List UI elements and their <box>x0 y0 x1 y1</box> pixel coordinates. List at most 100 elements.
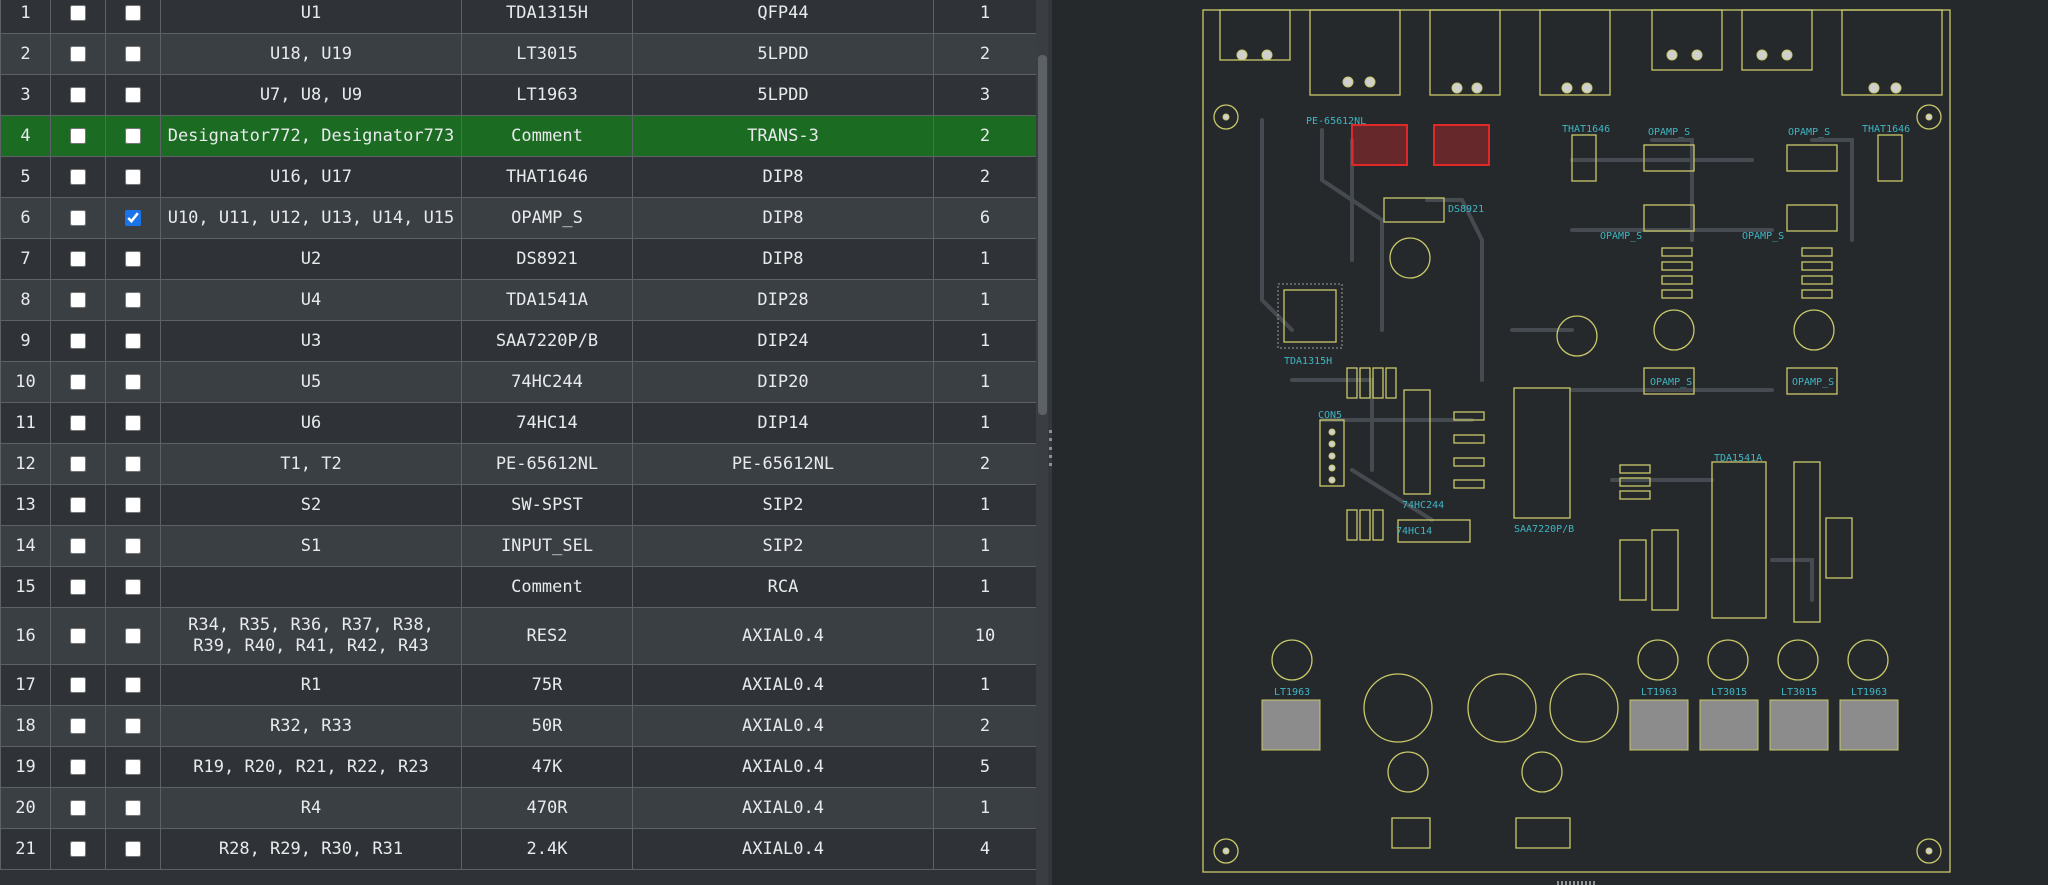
select-checkbox[interactable] <box>70 209 86 226</box>
chip-that1646[interactable]: THAT1646 THAT1646 <box>1562 124 1910 182</box>
placed-checkbox-cell[interactable] <box>105 484 161 526</box>
pane-splitter[interactable] <box>1048 0 1052 885</box>
chip-tda1541a[interactable]: TDA1541A <box>1711 453 1767 619</box>
pcb-view[interactable]: .silk { fill:none; stroke:#c9c96a; strok… <box>1052 0 2048 885</box>
placed-checkbox[interactable] <box>125 799 141 816</box>
placed-checkbox[interactable] <box>125 168 141 185</box>
placed-checkbox[interactable] <box>125 291 141 308</box>
select-checkbox[interactable] <box>70 455 86 472</box>
select-checkbox-cell[interactable] <box>50 525 106 567</box>
select-checkbox-cell[interactable] <box>50 787 106 829</box>
placed-checkbox-cell[interactable] <box>105 74 161 116</box>
select-checkbox[interactable] <box>70 840 86 857</box>
select-checkbox[interactable] <box>70 414 86 431</box>
select-checkbox-cell[interactable] <box>50 156 106 198</box>
connector-con5[interactable]: CON5 <box>1318 410 1345 487</box>
select-checkbox[interactable] <box>70 86 86 103</box>
select-checkbox[interactable] <box>70 45 86 62</box>
chip-tda1315h[interactable]: TDA1315H <box>1277 283 1343 367</box>
regulators[interactable]: LT1963 LT1963 LT3015 LT3015 LT1963 <box>1261 687 1899 751</box>
select-checkbox-cell[interactable] <box>50 238 106 280</box>
select-checkbox-cell[interactable] <box>50 33 106 75</box>
select-checkbox-cell[interactable] <box>50 566 106 608</box>
placed-checkbox-cell[interactable] <box>105 320 161 362</box>
transformer-t1-t2[interactable]: PE-65612NL <box>1306 116 1490 166</box>
placed-checkbox-cell[interactable] <box>105 607 161 665</box>
placed-checkbox[interactable] <box>125 332 141 349</box>
select-checkbox-cell[interactable] <box>50 443 106 485</box>
select-checkbox[interactable] <box>70 4 86 21</box>
placed-checkbox[interactable] <box>125 840 141 857</box>
bom-scrollbar-thumb[interactable] <box>1038 55 1047 415</box>
placed-checkbox-cell[interactable] <box>105 33 161 75</box>
placed-checkbox[interactable] <box>125 414 141 431</box>
placed-checkbox-cell[interactable] <box>105 525 161 567</box>
placed-checkbox[interactable] <box>125 45 141 62</box>
placed-checkbox[interactable] <box>125 578 141 595</box>
placed-checkbox-cell[interactable] <box>105 664 161 706</box>
select-checkbox-cell[interactable] <box>50 705 106 747</box>
select-checkbox[interactable] <box>70 627 86 644</box>
select-checkbox[interactable] <box>70 496 86 513</box>
placed-checkbox-cell[interactable] <box>105 746 161 788</box>
placed-checkbox[interactable] <box>125 627 141 644</box>
placed-checkbox[interactable] <box>125 758 141 775</box>
placed-checkbox-cell[interactable] <box>105 361 161 403</box>
select-checkbox-cell[interactable] <box>50 74 106 116</box>
select-checkbox[interactable] <box>70 717 86 734</box>
select-checkbox[interactable] <box>70 250 86 267</box>
pcb-resize-grip-icon[interactable] <box>1557 881 1597 885</box>
placed-checkbox[interactable] <box>125 537 141 554</box>
placed-checkbox[interactable] <box>125 373 141 390</box>
select-checkbox-cell[interactable] <box>50 115 106 157</box>
placed-checkbox[interactable] <box>125 127 141 144</box>
select-checkbox[interactable] <box>70 373 86 390</box>
placed-checkbox-cell[interactable] <box>105 787 161 829</box>
placed-checkbox-cell[interactable] <box>105 705 161 747</box>
placed-checkbox[interactable] <box>125 455 141 472</box>
placed-checkbox-cell[interactable] <box>105 443 161 485</box>
select-checkbox-cell[interactable] <box>50 361 106 403</box>
chip-saa7220pb[interactable]: SAA7220P/B <box>1513 387 1574 535</box>
placed-checkbox[interactable] <box>125 86 141 103</box>
select-checkbox[interactable] <box>70 332 86 349</box>
chips-opamp-s[interactable]: OPAMP_S OPAMP_S OPAMP_S OPAMP_S OPAMP_S … <box>1600 127 1838 395</box>
placed-checkbox-cell[interactable] <box>105 828 161 870</box>
select-checkbox-cell[interactable] <box>50 664 106 706</box>
select-checkbox-cell[interactable] <box>50 0 106 34</box>
select-checkbox-cell[interactable] <box>50 484 106 526</box>
select-checkbox[interactable] <box>70 676 86 693</box>
chip-74hc14[interactable]: 74HC14 <box>1396 519 1471 543</box>
select-checkbox[interactable] <box>70 127 86 144</box>
select-checkbox[interactable] <box>70 758 86 775</box>
chip-ds8921[interactable]: DS8921 <box>1383 197 1484 223</box>
placed-checkbox-cell[interactable] <box>105 115 161 157</box>
select-checkbox-cell[interactable] <box>50 197 106 239</box>
select-checkbox-cell[interactable] <box>50 828 106 870</box>
select-checkbox-cell[interactable] <box>50 402 106 444</box>
placed-checkbox-cell[interactable] <box>105 402 161 444</box>
placed-checkbox[interactable] <box>125 209 141 226</box>
placed-checkbox-cell[interactable] <box>105 279 161 321</box>
placed-checkbox[interactable] <box>125 717 141 734</box>
placed-checkbox[interactable] <box>125 250 141 267</box>
placed-checkbox-cell[interactable] <box>105 156 161 198</box>
placed-checkbox-cell[interactable] <box>105 0 161 34</box>
placed-checkbox[interactable] <box>125 676 141 693</box>
